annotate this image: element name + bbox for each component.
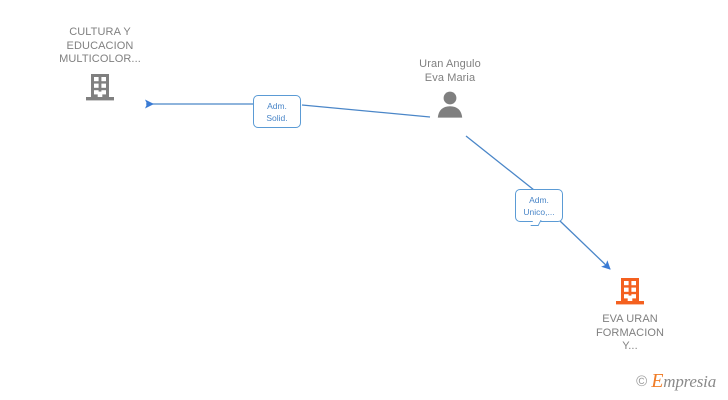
edge-line-upper-segment	[465, 135, 535, 191]
brand-capital: E	[651, 370, 664, 392]
edge-label-line-2: Unico,...	[523, 207, 555, 217]
edge-line-lower-segment	[559, 220, 611, 270]
edge-line-right-segment	[301, 104, 431, 118]
building-icon	[616, 278, 644, 305]
node-label: Uran Angulo Eva Maria	[419, 58, 481, 84]
node-label: EVA URAN FORMACION Y...	[595, 313, 665, 352]
node-company-cultura-y-educacion-multicolor[interactable]: CULTURA Y EDUCACION MULTICOLOR...	[30, 26, 170, 104]
node-label: CULTURA Y EDUCACION MULTICOLOR...	[59, 26, 141, 65]
edge-person-to-company-right	[465, 135, 611, 270]
empresia-watermark: © Empresia	[636, 370, 716, 393]
edge-label-adm-unico[interactable]: Adm. Unico,...	[515, 189, 563, 222]
copyright-icon: ©	[636, 373, 648, 390]
edge-label-line-2: Solid.	[266, 113, 288, 123]
node-person-uran-angulo-eva-maria[interactable]: Uran Angulo Eva Maria	[385, 58, 515, 121]
person-icon	[437, 91, 463, 118]
edge-label-line-1: Adm.	[267, 101, 287, 111]
edge-label-line-1: Adm.	[529, 195, 549, 205]
building-icon	[86, 73, 114, 100]
node-company-eva-uran-formacion[interactable]: EVA URAN FORMACION Y...	[560, 276, 700, 354]
edge-person-to-company-left	[145, 99, 431, 118]
edge-label-adm-solid[interactable]: Adm. Solid.	[253, 95, 301, 128]
brand-logo: Empresia	[651, 370, 716, 393]
brand-rest: mpresia	[663, 372, 716, 391]
